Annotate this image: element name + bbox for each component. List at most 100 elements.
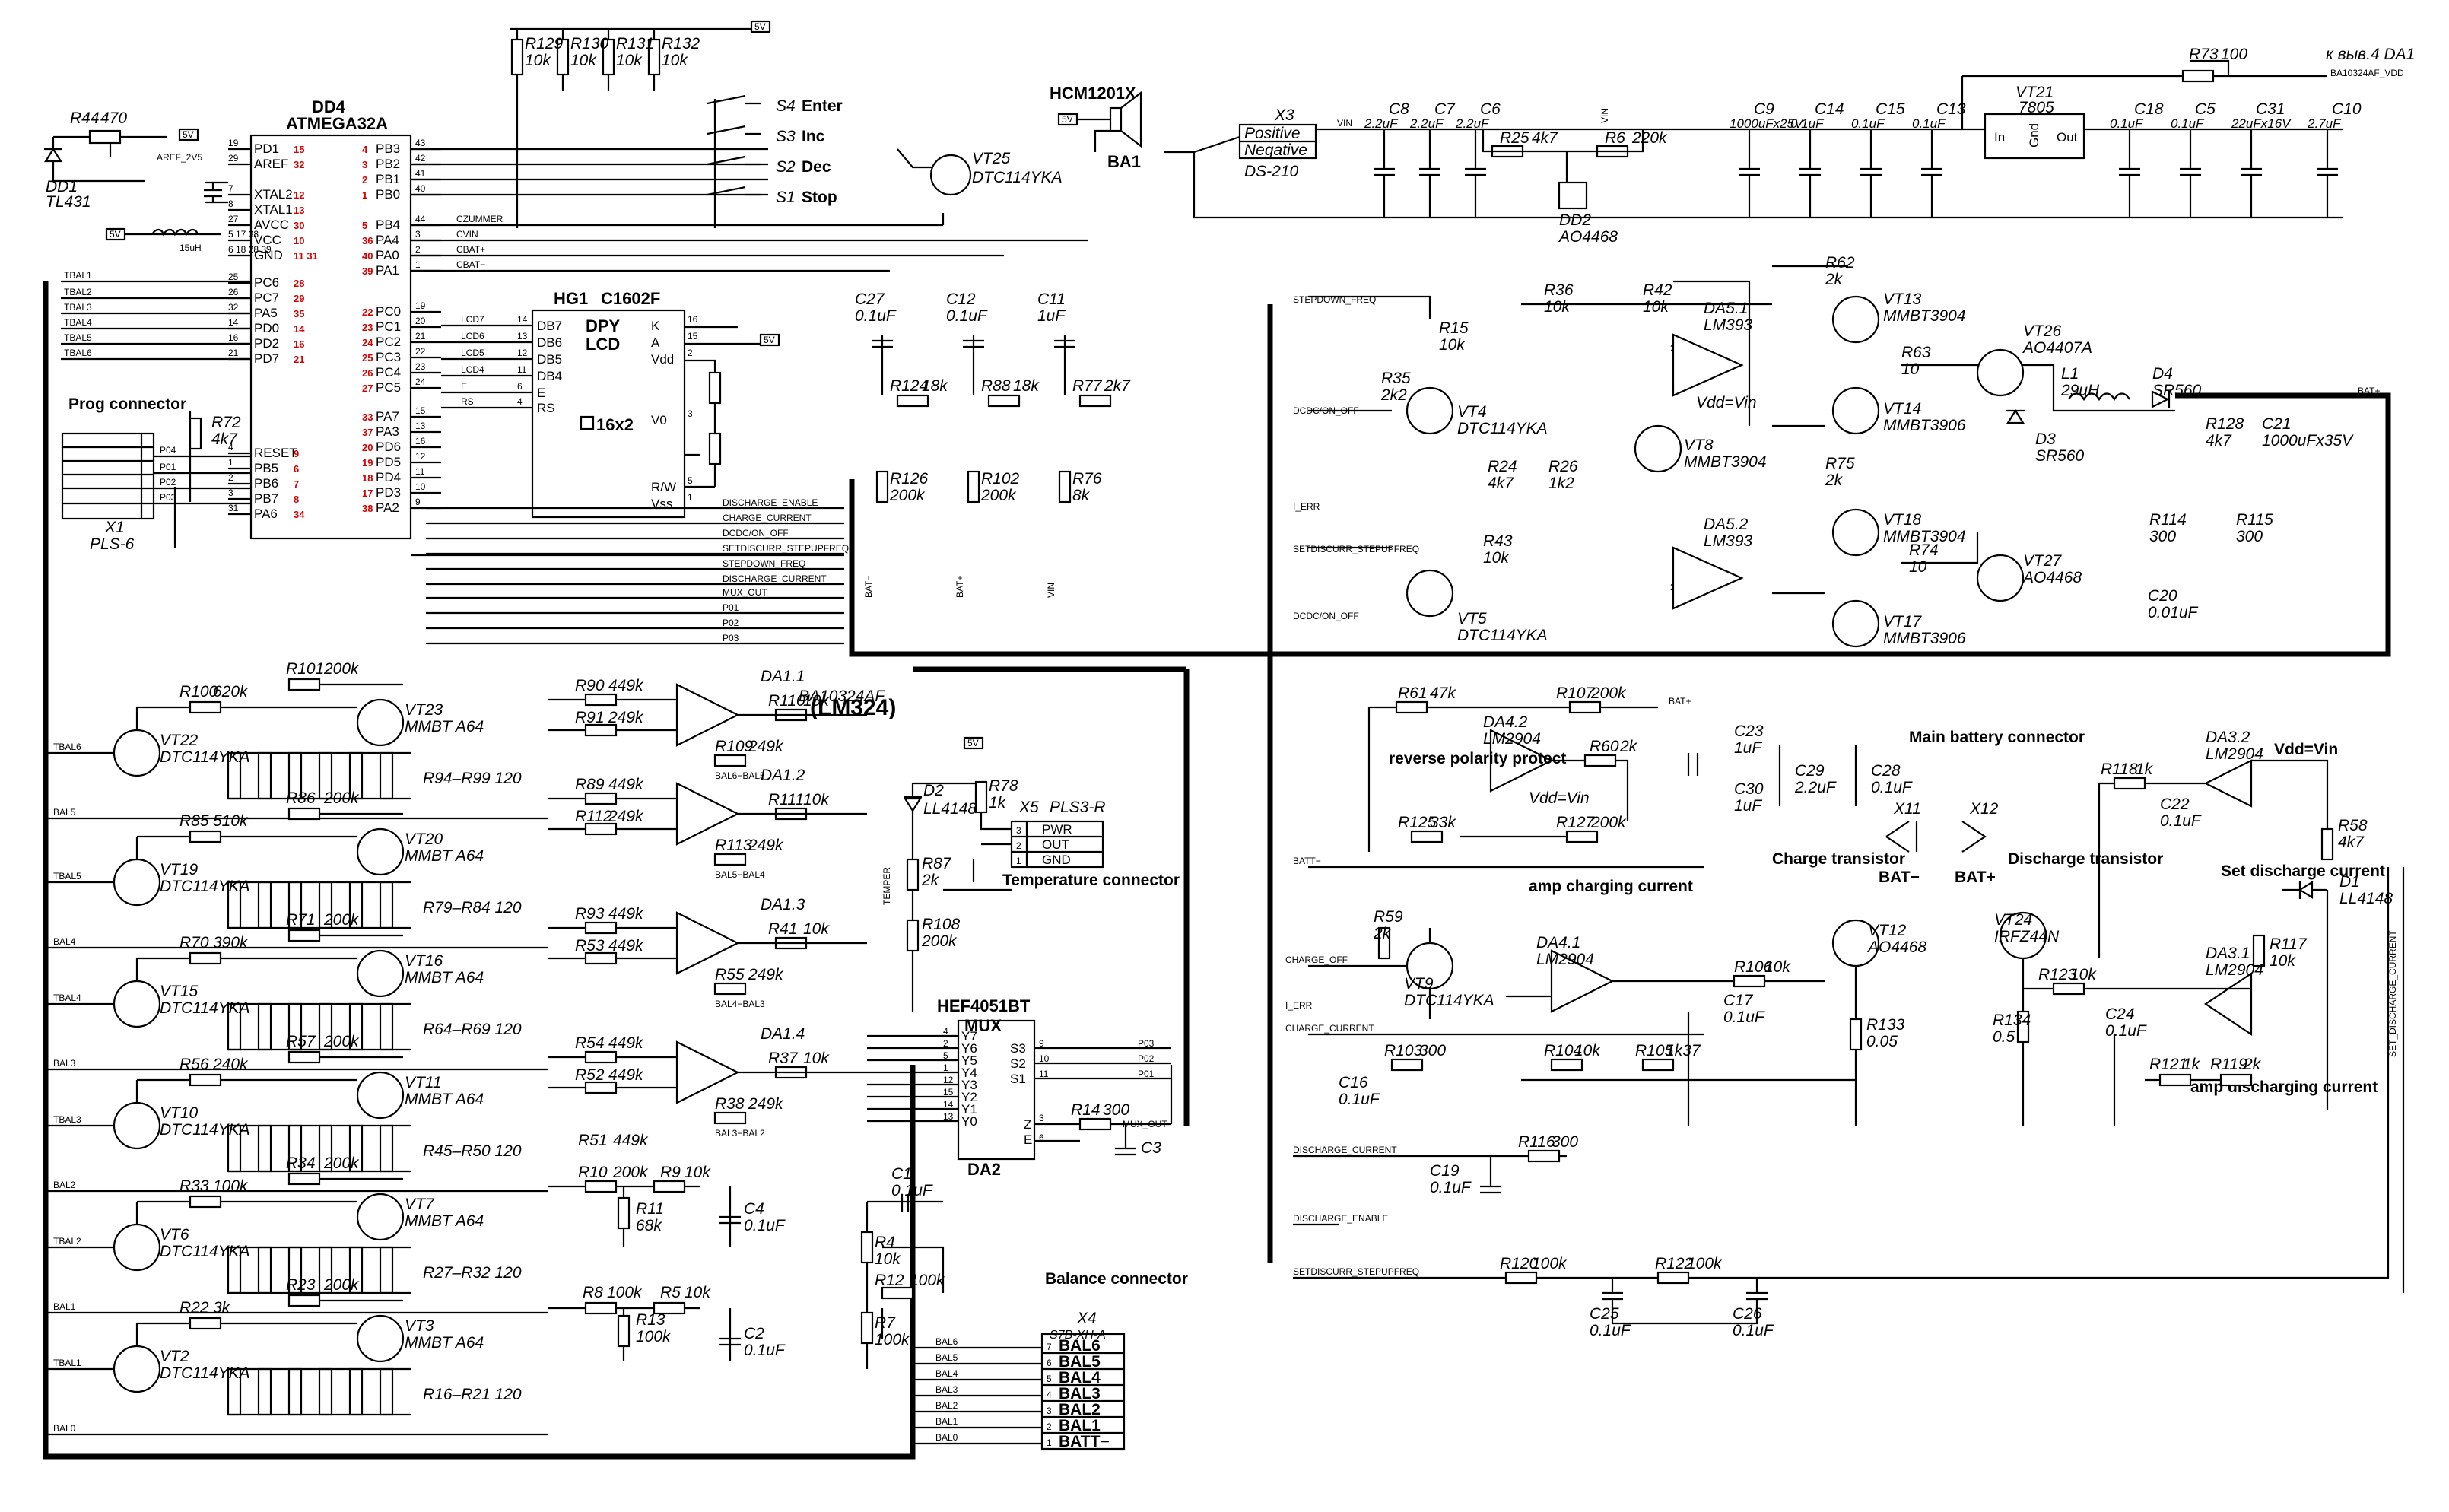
- mcu-right-nets: CZUMMER CVIN CBAT+ CBAT−: [411, 214, 1088, 272]
- sense-cap: [872, 335, 893, 395]
- svg-text:0.1uF: 0.1uF: [1430, 1179, 1472, 1196]
- button-label: Dec: [802, 158, 831, 176]
- cell-input-transistor: [113, 858, 161, 907]
- pullup-val: 10k: [616, 52, 643, 69]
- mux-sel-pin: S1: [1010, 1072, 1026, 1086]
- r72-val: 4k7: [211, 430, 238, 448]
- bal-conn-net: BAL5: [935, 1352, 958, 1363]
- opamp-rfb: [713, 982, 747, 996]
- cell-bank-resistor: [287, 1367, 303, 1416]
- mcu-left-pin-num: 6: [294, 463, 299, 475]
- bal-conn-pin-num: 2: [1047, 1421, 1052, 1432]
- cell-rin-val: 620k: [213, 683, 249, 700]
- prog-part: PLS-6: [90, 535, 135, 553]
- sense-cap-val: 0.1uF: [855, 307, 897, 325]
- bal-conn-pin: BATT−: [1059, 1433, 1110, 1450]
- cell-rin-ref: R33: [179, 1177, 209, 1195]
- cell-vt-in: VT6: [160, 1226, 189, 1244]
- mcu-part: ATMEGA32A: [286, 114, 388, 133]
- lcd-net: LCD6: [461, 331, 484, 341]
- opamp-ref: DA1.2: [761, 767, 805, 784]
- mcu-left-pin-num: 13: [294, 205, 304, 216]
- cell-vt-in: VT2: [160, 1348, 189, 1365]
- svg-text:R12: R12: [875, 1272, 904, 1289]
- svg-text:2k: 2k: [1619, 738, 1638, 755]
- svg-text:DS-210: DS-210: [1244, 163, 1299, 180]
- svg-text:C25: C25: [1590, 1305, 1619, 1323]
- mcu-left-pin-outer: 3: [228, 488, 233, 498]
- svg-text:5V: 5V: [754, 21, 766, 32]
- svg-text:Gnd: Gnd: [2027, 123, 2041, 148]
- buck-part-ref: VT17: [1883, 613, 1923, 631]
- button-contact: [707, 94, 761, 105]
- svg-text:5V: 5V: [967, 738, 979, 748]
- buck-part-ref: R62: [1825, 254, 1855, 272]
- cell-bank-resistor: [379, 1002, 394, 1051]
- cell-rb: [287, 1294, 321, 1307]
- buck-part-val: 2k: [1825, 271, 1844, 288]
- buck-part-val: MMBT3906: [1883, 630, 1966, 647]
- mcu-left-pin-num: 11 31: [294, 250, 318, 262]
- pullup-val: 10k: [525, 52, 551, 69]
- buck-part-val: 1k2: [1548, 475, 1574, 492]
- lcd-left-pin: DB4: [537, 369, 562, 383]
- tbal-net-label: TBAL4: [64, 317, 92, 328]
- mcu-right-pin-outer: 15: [415, 405, 426, 416]
- lcd-right-pin: Vdd: [651, 352, 674, 367]
- cell-rin-ref: R85: [179, 812, 209, 830]
- mcu-right-pin-outer: 43: [415, 138, 426, 148]
- cell-rin: [189, 700, 222, 714]
- svg-text:R103: R103: [1384, 1042, 1423, 1059]
- opamp-rfb-ref: R113: [715, 837, 752, 854]
- buck-part-ref: VT5: [1457, 610, 1487, 627]
- mcu-right-pin-outer: 10: [415, 481, 426, 492]
- mcu-right-pin-num: 25: [362, 352, 373, 364]
- sense-r2: [967, 470, 980, 503]
- power-cap: [2317, 129, 2338, 218]
- svg-text:R122: R122: [1655, 1255, 1694, 1272]
- svg-text:C23: C23: [1734, 723, 1764, 740]
- svg-text:1uF: 1uF: [1734, 797, 1762, 815]
- v5-label: 5V: [183, 129, 194, 140]
- svg-text:R104: R104: [1544, 1042, 1582, 1059]
- svg-text:CHARGE_CURRENT: CHARGE_CURRENT: [1285, 1023, 1374, 1034]
- lcd-left-pin: DB5: [537, 352, 562, 367]
- temp-pin-name: PWR: [1042, 822, 1072, 837]
- svg-text:5V: 5V: [110, 229, 121, 240]
- svg-text:R133: R133: [1866, 1016, 1905, 1034]
- svg-text:R78: R78: [989, 777, 1018, 795]
- buck-part-ref: R35: [1381, 370, 1411, 387]
- button-ref: S4: [776, 97, 796, 115]
- svg-text:2k: 2k: [921, 872, 940, 889]
- svg-text:100k: 100k: [607, 1284, 643, 1301]
- mcu-right-pin-outer: 12: [415, 451, 426, 462]
- mcu-left-pin-num: 21: [294, 354, 304, 365]
- cell-bank-resistor: [379, 881, 394, 929]
- svg-text:Vdd=Vin: Vdd=Vin: [2274, 741, 2338, 758]
- sense-r1-val: 18k: [1013, 377, 1040, 395]
- mux-in-pin: Y7: [961, 1029, 977, 1043]
- mcu-left-pin-outer: 25: [228, 272, 239, 282]
- power-cap-ref: C18: [2134, 100, 2164, 118]
- opamp-rin2-ref: R112: [575, 808, 612, 825]
- mcu-right-pin-num: 1: [362, 189, 367, 201]
- svg-text:X3: X3: [1274, 106, 1294, 124]
- mux-z: Z: [1024, 1117, 1031, 1132]
- mcu-right-pin-name: PA7: [376, 409, 399, 424]
- bal-conn-pin: BAL1: [1059, 1417, 1101, 1434]
- buck-part-ref: VT18: [1883, 511, 1922, 529]
- svg-text:Discharge transistor: Discharge transistor: [2008, 850, 2163, 868]
- opamp-ref: DA1.4: [761, 1025, 805, 1043]
- buck-part-val: AO4468: [2022, 569, 2082, 586]
- mcu-right-pin-outer: 21: [415, 331, 426, 341]
- sense-r1-ref: R77: [1072, 377, 1103, 395]
- opamp-rin2-ref: R91: [575, 709, 605, 726]
- opamp-rin2-val: 449k: [608, 937, 644, 955]
- cell-input-transistor: [113, 1101, 161, 1150]
- button-ref: S1: [776, 189, 796, 206]
- svg-text:R116: R116: [1518, 1133, 1555, 1151]
- bal-conn-net: BAL1: [935, 1416, 958, 1427]
- mcu-left-pin-outer: 26: [228, 287, 239, 297]
